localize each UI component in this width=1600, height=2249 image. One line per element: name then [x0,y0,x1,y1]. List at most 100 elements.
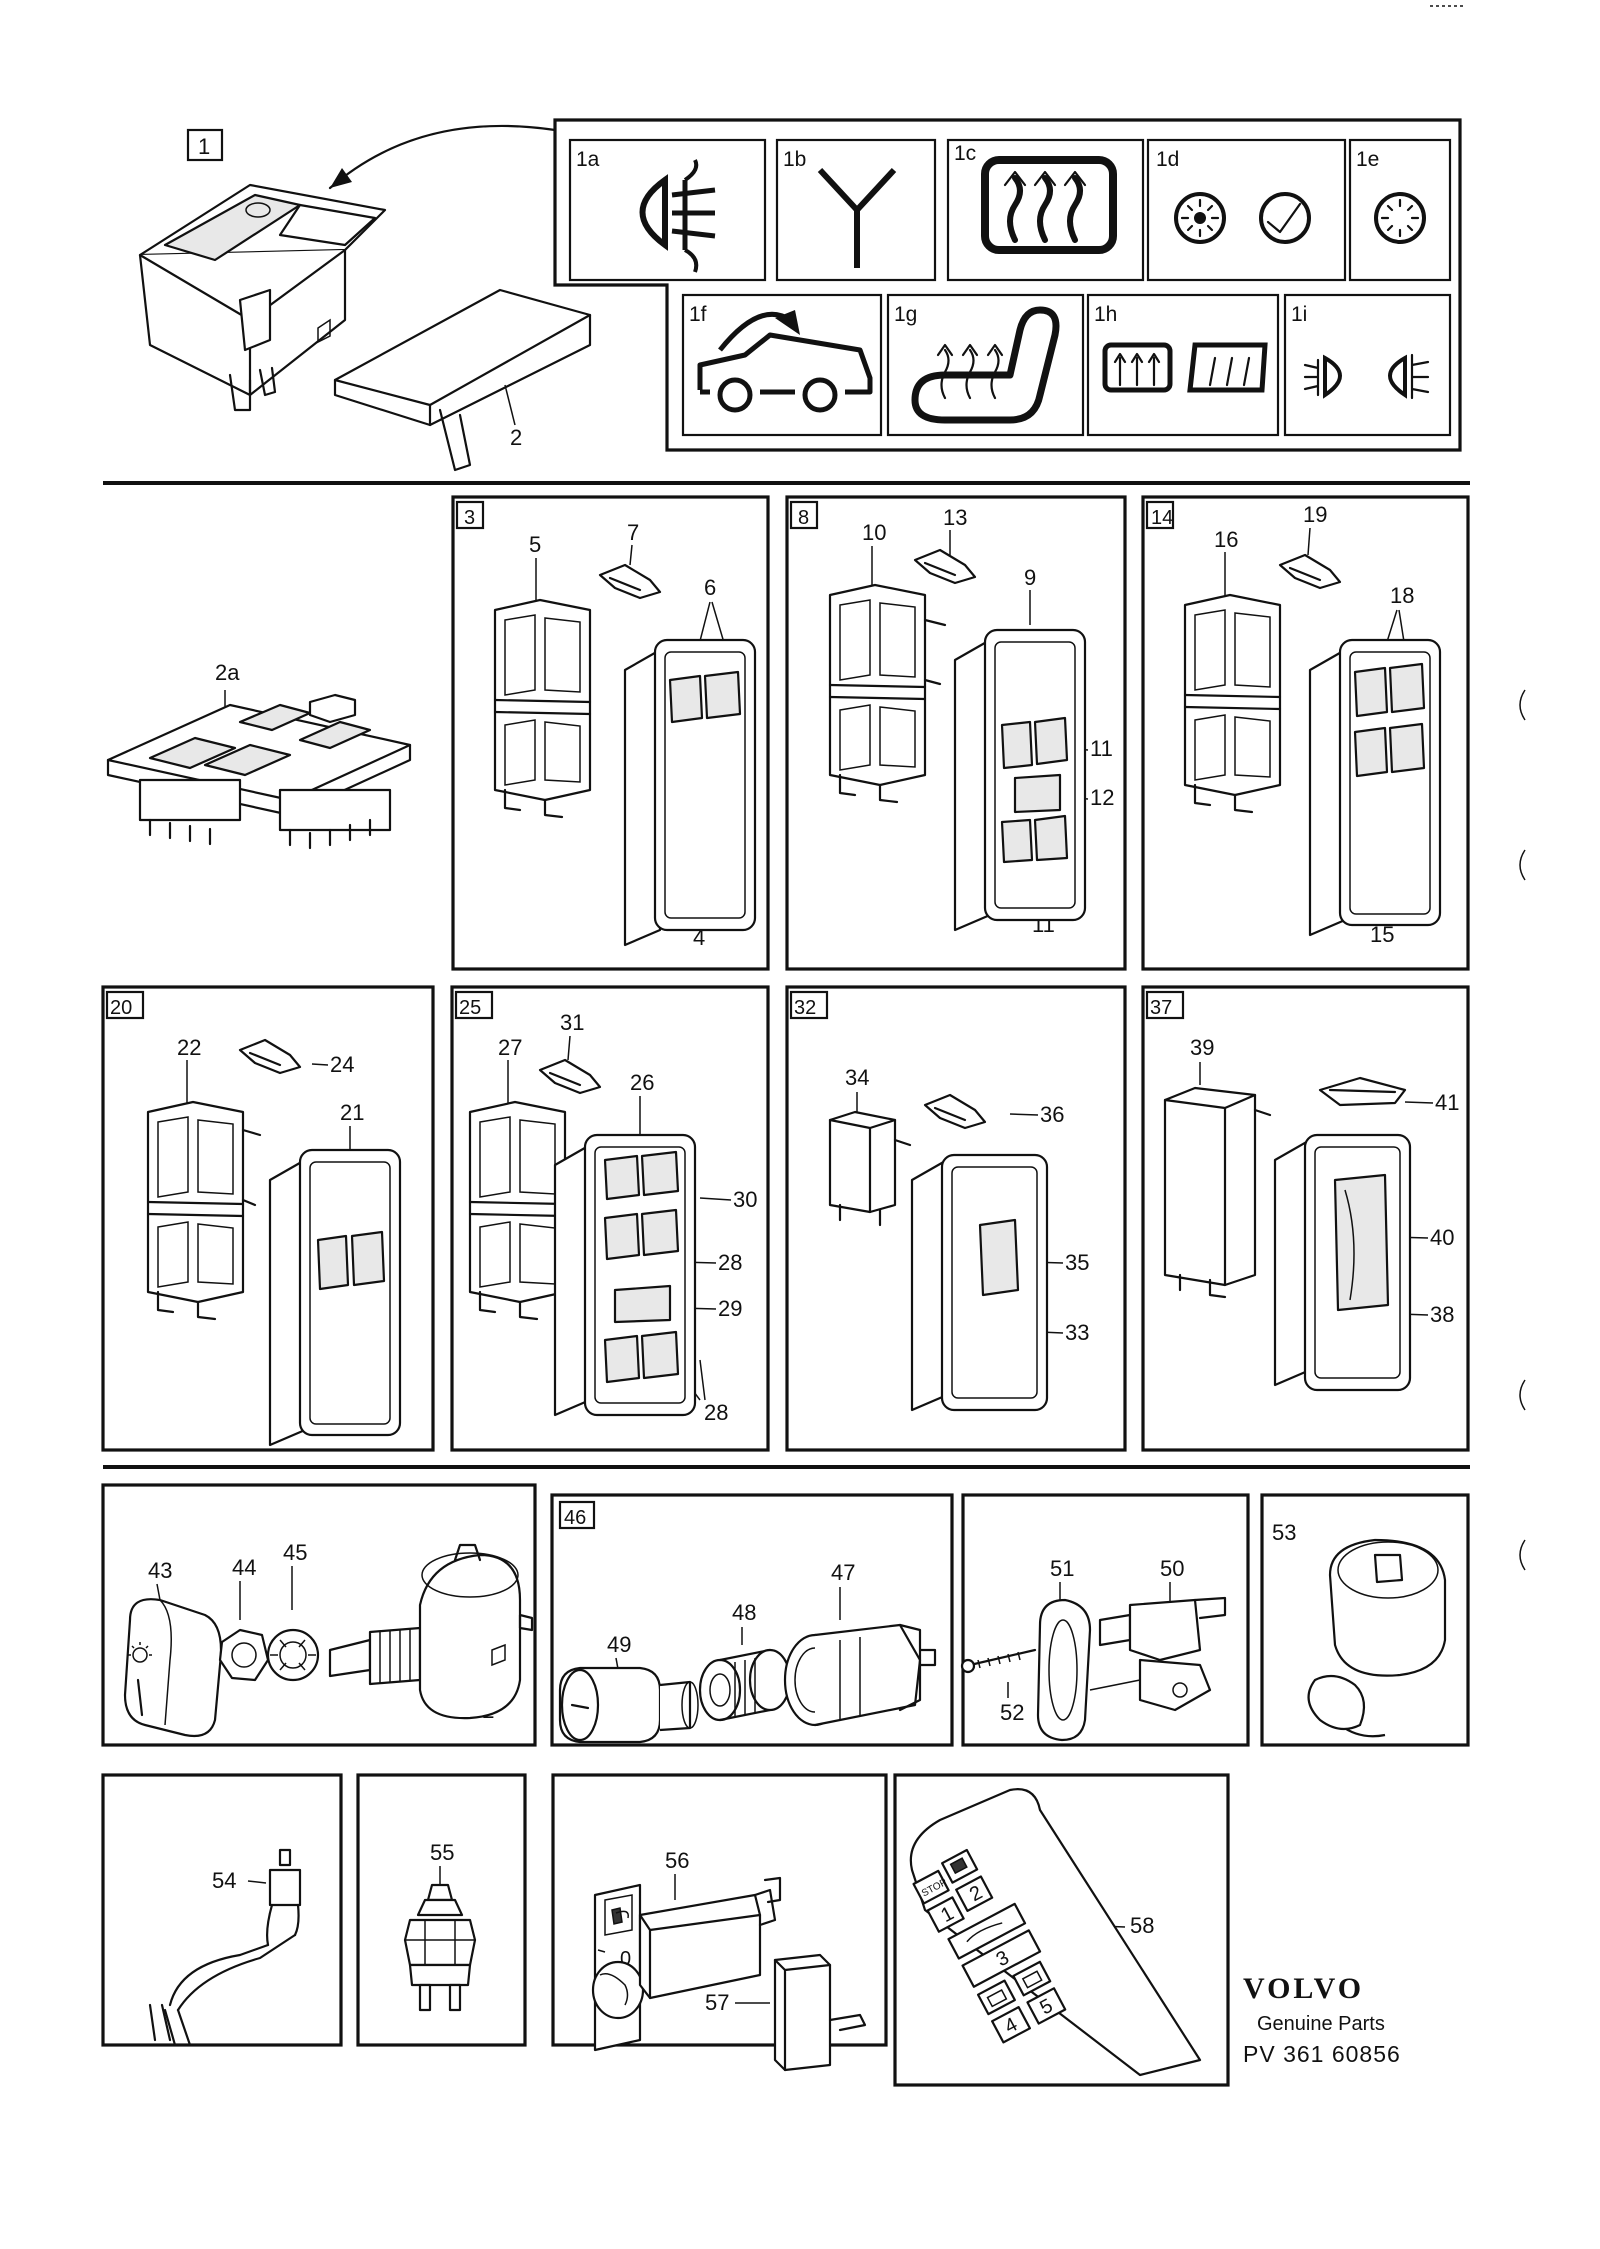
box-32: 32 34 36 35 33 [785,985,1127,1452]
callout-49: 49 [607,1632,631,1657]
brand-part-number: PV 361 60856 [1243,2041,1401,2067]
callout-39: 39 [1190,1035,1214,1060]
callout-29: 29 [718,1296,742,1321]
box-light-switch-42: 43 44 45 42 [101,1483,537,1747]
interior-light-icon [1374,192,1426,244]
callout-38: 38 [1430,1302,1454,1327]
callout-10: 10 [862,520,886,545]
callout-15: 15 [1370,922,1394,947]
callout-13: 13 [943,505,967,530]
callout-19: 19 [1303,502,1327,527]
callout-26: 26 [630,1070,654,1095]
seat-heater-icon [911,306,1060,424]
callout-51: 51 [1050,1556,1074,1581]
callout-32: 32 [794,997,816,1019]
antenna-icon [817,167,897,268]
callout-34: 34 [845,1065,869,1090]
callout-27: 27 [498,1035,522,1060]
brand-subtitle: Genuine Parts [1257,2013,1385,2035]
box-54: 54 [101,1773,343,2047]
callout-45: 45 [283,1540,307,1565]
light-dimmer-icon [1174,192,1311,244]
callout-25: 25 [459,997,481,1019]
callout-52: 52 [1000,1700,1024,1725]
code-1f: 1f [689,303,707,326]
callout-22: 22 [177,1035,201,1060]
callout-31: 31 [560,1010,584,1035]
callout-40: 40 [1430,1225,1454,1250]
code-1e: 1e [1356,148,1379,171]
code-1a: 1a [576,148,600,171]
brand-name: VOLVO [1243,1972,1364,2005]
part-2a-switch-panel: 2a [106,660,412,850]
callout-35: 35 [1065,1250,1089,1275]
callout-2: 2 [510,425,522,450]
fog-lights-icon [1303,353,1430,400]
box-14: 14 16 19 18 17 15 [1141,495,1470,971]
symbol-panel: 1a 1b 1c 1d 1e 1f 1g 1h 1i [553,118,1462,452]
heated-window-icon [1102,342,1268,393]
callout-58: 58 [1130,1913,1154,1938]
box-20: 20 22 24 21 23 [101,985,435,1452]
convertible-top-icon [697,310,873,413]
callout-21: 21 [340,1100,364,1125]
callout-6: 6 [704,575,716,600]
callout-37: 37 [1150,997,1172,1019]
callout-5: 5 [529,532,541,557]
callout-44: 44 [232,1555,256,1580]
callout-54: 54 [212,1868,236,1893]
code-1c: 1c [954,142,976,165]
callout-12: 12 [1090,785,1114,810]
callout-2a: 2a [215,660,240,685]
box-53: 53 [1260,1493,1470,1747]
callout-43: 43 [148,1558,172,1583]
brand-block: VOLVO Genuine Parts PV 361 60856 [1243,1972,1401,2067]
margin-marks [1430,5,1526,1571]
callout-48: 48 [732,1600,756,1625]
box-55: 55 [356,1773,527,2047]
callout-47: 47 [831,1560,855,1585]
callout-41: 41 [1435,1090,1459,1115]
box-25: 25 27 31 26 30 28 29 28 [450,985,770,1452]
callout-18: 18 [1390,583,1414,608]
code-1h: 1h [1094,303,1117,326]
callout-36: 36 [1040,1102,1064,1127]
box-door-switch-50: 51 50 52 [960,1493,1250,1747]
box-58-keypad: 58 STOP 1 2 3 4 5 [893,1773,1230,2087]
box-56-dimmer: 56 57 0 [551,1773,888,2072]
callout-11-a: 11 [1090,736,1113,761]
callout-16: 16 [1214,527,1238,552]
callout-8: 8 [798,507,809,529]
callout-56: 56 [665,1848,689,1873]
code-1b: 1b [783,148,806,171]
callout-28-a: 28 [718,1250,742,1275]
callout-3: 3 [464,507,475,529]
part-1-rocker-switch: 1 [138,124,557,412]
code-1g: 1g [894,303,917,326]
callout-30: 30 [733,1187,757,1212]
box-46-lighter: 46 49 48 47 [550,1493,954,1747]
code-1d: 1d [1156,148,1179,171]
callout-4: 4 [693,925,705,950]
box-8: 8 10 13 9 11 12 11 [785,495,1127,971]
rear-window-defrost-icon [981,156,1117,254]
part-2-cover: 2 [333,288,592,472]
callout-55: 55 [430,1840,454,1865]
code-1i: 1i [1291,303,1307,326]
callout-1: 1 [198,134,210,159]
callout-28-b: 28 [704,1400,728,1425]
callout-53: 53 [1272,1520,1296,1545]
callout-9: 9 [1024,565,1036,590]
box-37: 37 39 41 40 38 [1141,985,1470,1452]
box-3: 3 5 7 6 4 [451,495,770,971]
callout-57: 57 [705,1990,729,2015]
callout-20: 20 [110,997,132,1019]
callout-7: 7 [627,520,639,545]
fog-light-icon [639,159,716,273]
callout-33: 33 [1065,1320,1089,1345]
callout-50: 50 [1160,1556,1184,1581]
callout-24: 24 [330,1052,354,1077]
dial-zero-mark: 0 [620,1948,631,1970]
callout-46: 46 [564,1507,586,1529]
